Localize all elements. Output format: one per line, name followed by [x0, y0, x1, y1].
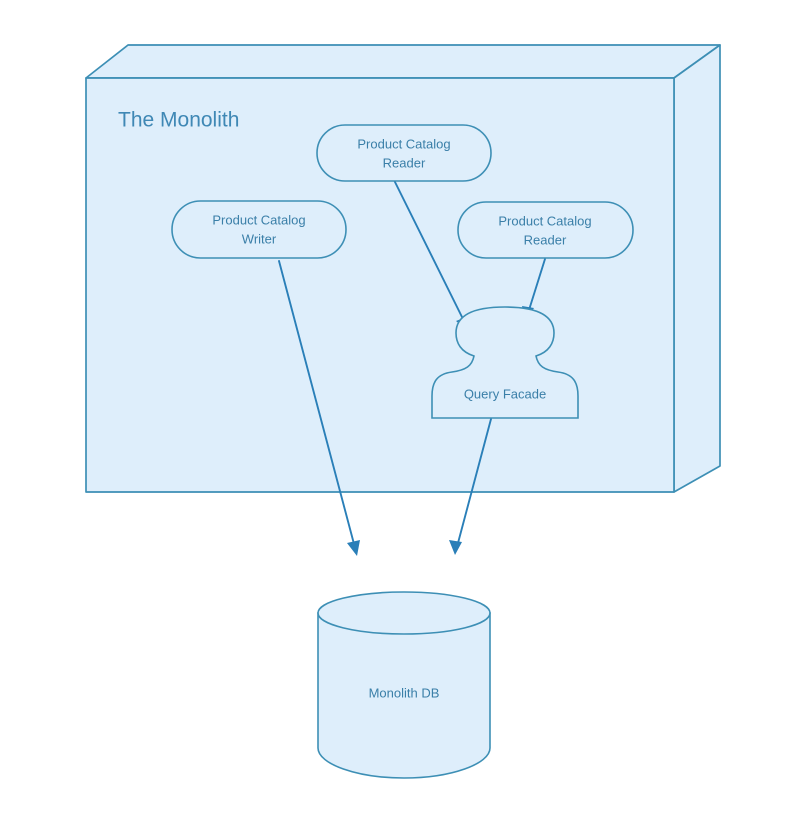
node-product-catalog-reader-right[interactable]: Product Catalog Reader [457, 201, 634, 259]
node-shape [171, 200, 347, 259]
monolith-container-title: The Monolith [118, 109, 239, 132]
node-shape [431, 306, 579, 419]
arrowhead-icon [449, 540, 462, 555]
node-monolith-db[interactable]: Monolith DB [317, 591, 491, 779]
edge-line [278, 260, 355, 545]
edge-writer-to-monolith-db [278, 260, 360, 556]
node-shape-top [317, 591, 491, 635]
monolith-container-top-face [85, 44, 721, 79]
edge-query-facade-to-monolith-db [449, 418, 492, 555]
node-shape [316, 124, 492, 182]
edge-line [457, 418, 492, 544]
node-product-catalog-reader-top[interactable]: Product Catalog Reader [316, 124, 492, 182]
arrowhead-icon [347, 540, 360, 556]
node-product-catalog-writer[interactable]: Product Catalog Writer [171, 200, 347, 259]
edge-line [528, 258, 546, 311]
monolith-container-right-face [673, 44, 721, 493]
node-shape-body [317, 612, 491, 779]
edge-line [393, 179, 465, 322]
node-shape [457, 201, 634, 259]
